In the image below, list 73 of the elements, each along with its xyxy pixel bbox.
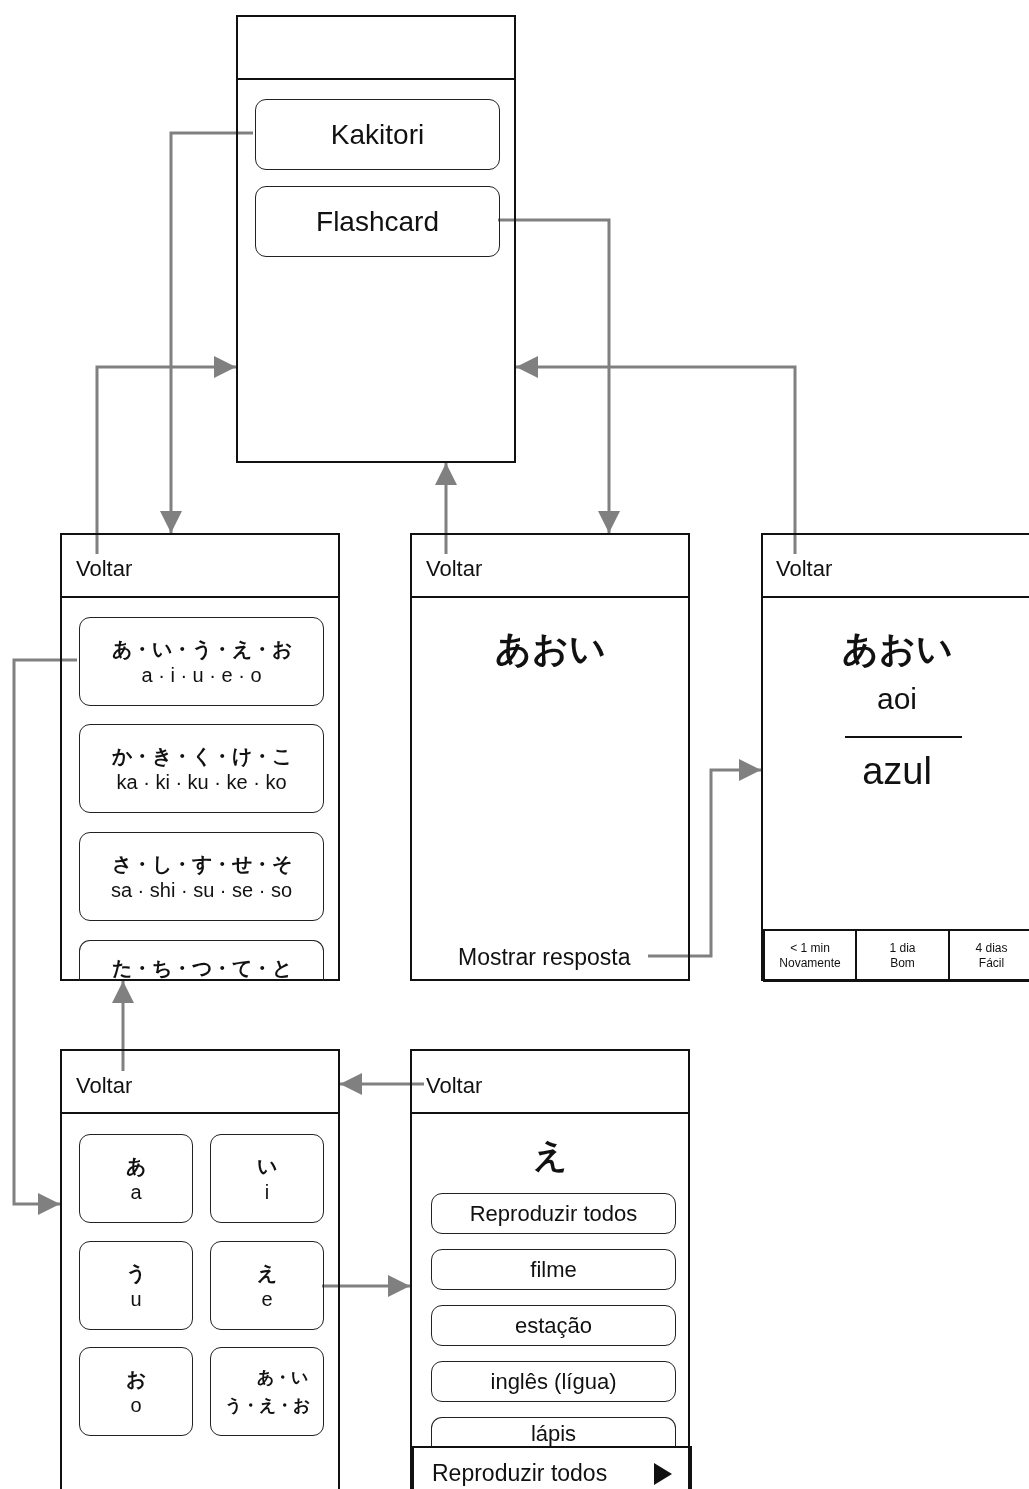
kana-label: あ・い・う・え・お <box>111 636 292 662</box>
phone-screen <box>410 533 690 981</box>
kana-label: い <box>257 1153 277 1179</box>
arrow <box>648 759 761 958</box>
phone-screen <box>60 533 340 981</box>
word-label: aoi <box>877 682 917 717</box>
arrow <box>340 1073 424 1095</box>
rating-label: Fácil <box>978 955 1005 971</box>
arrow <box>160 131 253 533</box>
syllable-row-button <box>79 724 324 813</box>
option-button: filme <box>431 1249 676 1290</box>
kana-label: う <box>126 1260 146 1286</box>
arrow <box>516 356 797 554</box>
arrow <box>112 981 134 1071</box>
answer-option-button <box>763 929 857 982</box>
kana-label: さ・し・す・せ・そ <box>111 851 292 877</box>
arrow <box>322 1275 410 1297</box>
interval-label: 4 dias <box>975 940 1008 956</box>
syllable-row-button <box>79 617 324 706</box>
kana-label: お <box>126 1366 146 1392</box>
back-link: Voltar <box>426 556 496 582</box>
back-link: Voltar <box>426 1073 496 1099</box>
show-answer-link: Mostrar resposta <box>458 943 650 971</box>
arrow <box>95 356 236 554</box>
phone-screen <box>236 15 516 463</box>
romaji-label: i <box>264 1179 270 1205</box>
kana-label: た・ち・つ・て・と <box>111 956 292 981</box>
romaji-label: sa · shi · su · se · so <box>110 877 293 903</box>
romaji-label: a · i · u · e · o <box>141 662 262 688</box>
word-label: azul <box>862 750 932 794</box>
rating-label: Novamente <box>779 955 841 971</box>
kana-button <box>79 1134 193 1223</box>
word-heading: あおい <box>841 628 953 670</box>
romaji-label: u <box>130 1286 142 1312</box>
answer-option-button <box>855 929 950 982</box>
back-link: Voltar <box>76 556 146 582</box>
word-heading: あおい <box>494 628 606 670</box>
phone-screen <box>60 1049 340 1489</box>
romaji-label: o <box>130 1392 142 1418</box>
option-button: lápis <box>431 1417 676 1446</box>
kana-label: あ <box>126 1153 146 1179</box>
rating-label: Bom <box>890 955 915 971</box>
kana-button <box>210 1241 324 1330</box>
syllable-row-button <box>79 832 324 921</box>
romaji-label: e <box>261 1286 273 1312</box>
kana-button <box>210 1347 324 1436</box>
interval-label: 1 dia <box>889 940 916 956</box>
option-button: Kakitori <box>255 99 500 170</box>
interval-label: < 1 min <box>790 940 830 956</box>
kana-label: あ・いう・え・お <box>223 1366 311 1417</box>
phone-screen <box>761 533 1029 981</box>
kana-button <box>79 1241 193 1330</box>
kana-button <box>210 1134 324 1223</box>
arrow <box>12 658 77 1215</box>
option-button: inglês (lígua) <box>431 1361 676 1402</box>
answer-option-button <box>948 929 1029 982</box>
option-button: Flashcard <box>255 186 500 257</box>
romaji-label: ka · ki · ku · ke · ko <box>116 769 287 795</box>
kana-label: え <box>257 1260 277 1286</box>
romaji-label: a <box>130 1179 142 1205</box>
arrow <box>498 218 620 533</box>
back-link: Voltar <box>76 1073 146 1099</box>
kana-button <box>79 1347 193 1436</box>
play-all-label: Reproduzir todos <box>432 1460 608 1487</box>
word-heading: え <box>532 1136 568 1176</box>
option-button: estação <box>431 1305 676 1346</box>
phone-screen <box>410 1049 690 1489</box>
back-link: Voltar <box>776 556 846 582</box>
option-button: Reproduzir todos <box>431 1193 676 1234</box>
kana-label: か・き・く・け・こ <box>111 743 292 769</box>
syllable-row-button <box>79 940 324 981</box>
play-all-bar <box>412 1446 692 1489</box>
arrow <box>435 463 457 554</box>
